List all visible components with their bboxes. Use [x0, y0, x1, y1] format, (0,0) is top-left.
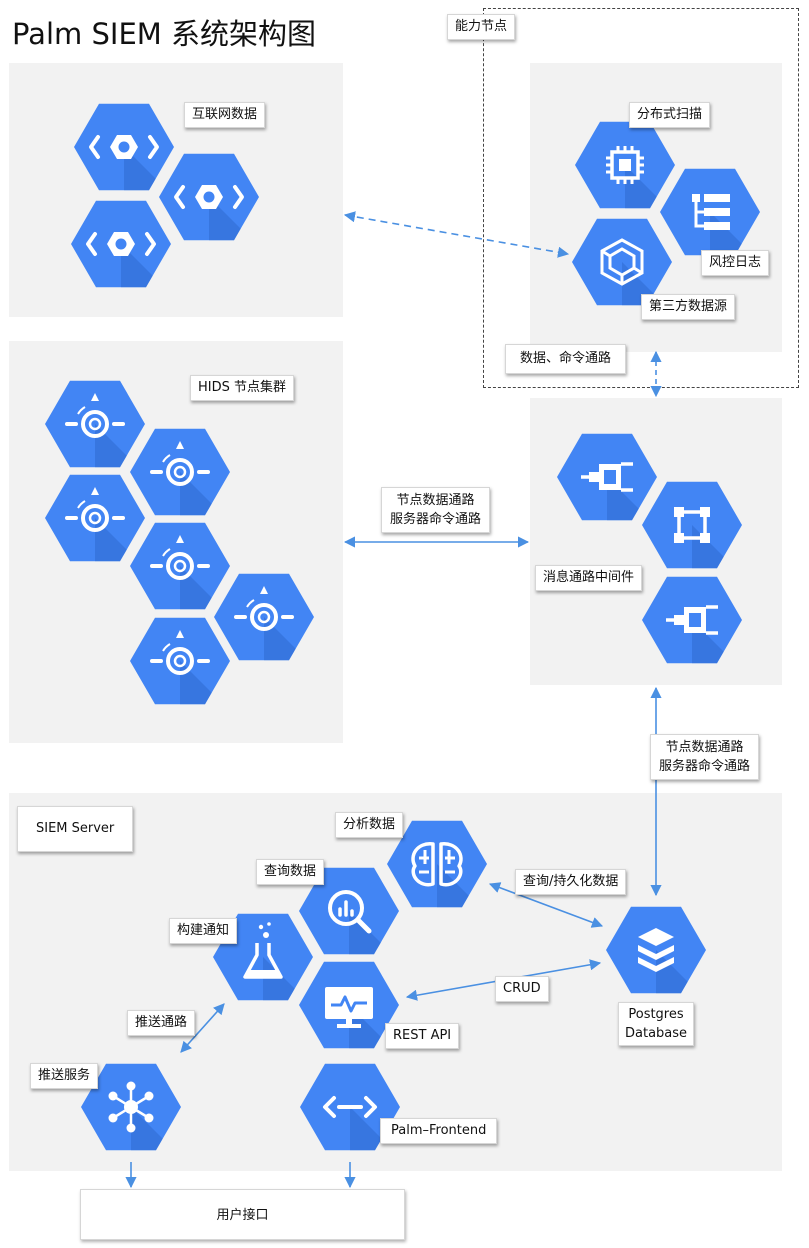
hids-hex-2: [130, 429, 240, 532]
analysis-db-arrow: [488, 882, 604, 928]
user-interface-box: 用户接口: [80, 1189, 405, 1240]
mq-label: 消息通路中间件: [535, 565, 643, 591]
database-label-line2: Database: [625, 1026, 688, 1041]
hids-label: HIDS 节点集群: [190, 375, 295, 401]
frontend-hex: [300, 1064, 410, 1167]
database-hex: [606, 907, 716, 1010]
push-channel-label: 推送通路: [127, 1010, 196, 1036]
database-label-line1: Postgres: [628, 1007, 684, 1022]
analysis-hex: [387, 821, 497, 924]
third-party-label: 第三方数据源: [641, 294, 736, 320]
crud-label: CRUD: [495, 976, 549, 1002]
capability-group-border: [483, 8, 799, 388]
query-label: 查询数据: [256, 859, 325, 885]
notify-label: 构建通知: [169, 918, 238, 944]
internet-hex-2: [159, 154, 269, 257]
query-persist-label: 查询/持久化数据: [515, 869, 627, 895]
siem-server-label: SIEM Server: [17, 806, 134, 852]
internet-hex-3: [71, 201, 181, 304]
mq-hex-2: [642, 482, 752, 585]
scan-label: 分布式扫描: [629, 102, 711, 128]
database-label: Postgres Database: [618, 1002, 695, 1046]
rest-api-label: REST API: [385, 1023, 460, 1049]
hids-mq-link-line2: 服务器命令通路: [390, 512, 482, 527]
frontend-label: Palm–Frontend: [380, 1118, 498, 1144]
push-service-label: 推送服务: [30, 1063, 99, 1089]
internet-label: 互联网数据: [184, 102, 266, 128]
rest-api-hex: [299, 962, 409, 1065]
push-channel-arrow: [180, 1003, 225, 1053]
internet-capability-arrow: [343, 211, 570, 258]
mq-db-link-line2: 服务器命令通路: [659, 759, 751, 774]
mq-db-link-line1: 节点数据通路: [665, 740, 744, 755]
mq-hex-3: [642, 577, 752, 680]
analysis-label: 分析数据: [335, 812, 404, 838]
hids-mq-link-line1: 节点数据通路: [396, 493, 475, 508]
hids-mq-link-label: 节点数据通路 服务器命令通路: [381, 487, 491, 533]
mq-db-link-label: 节点数据通路 服务器命令通路: [650, 734, 760, 780]
page-title: Palm SIEM 系统架构图: [12, 17, 317, 51]
capability-channel-label: 数据、命令通路: [505, 344, 627, 374]
capability-label: 能力节点: [447, 14, 516, 40]
risk-log-label: 风控日志: [701, 250, 770, 276]
hids-hex-5: [214, 574, 324, 677]
